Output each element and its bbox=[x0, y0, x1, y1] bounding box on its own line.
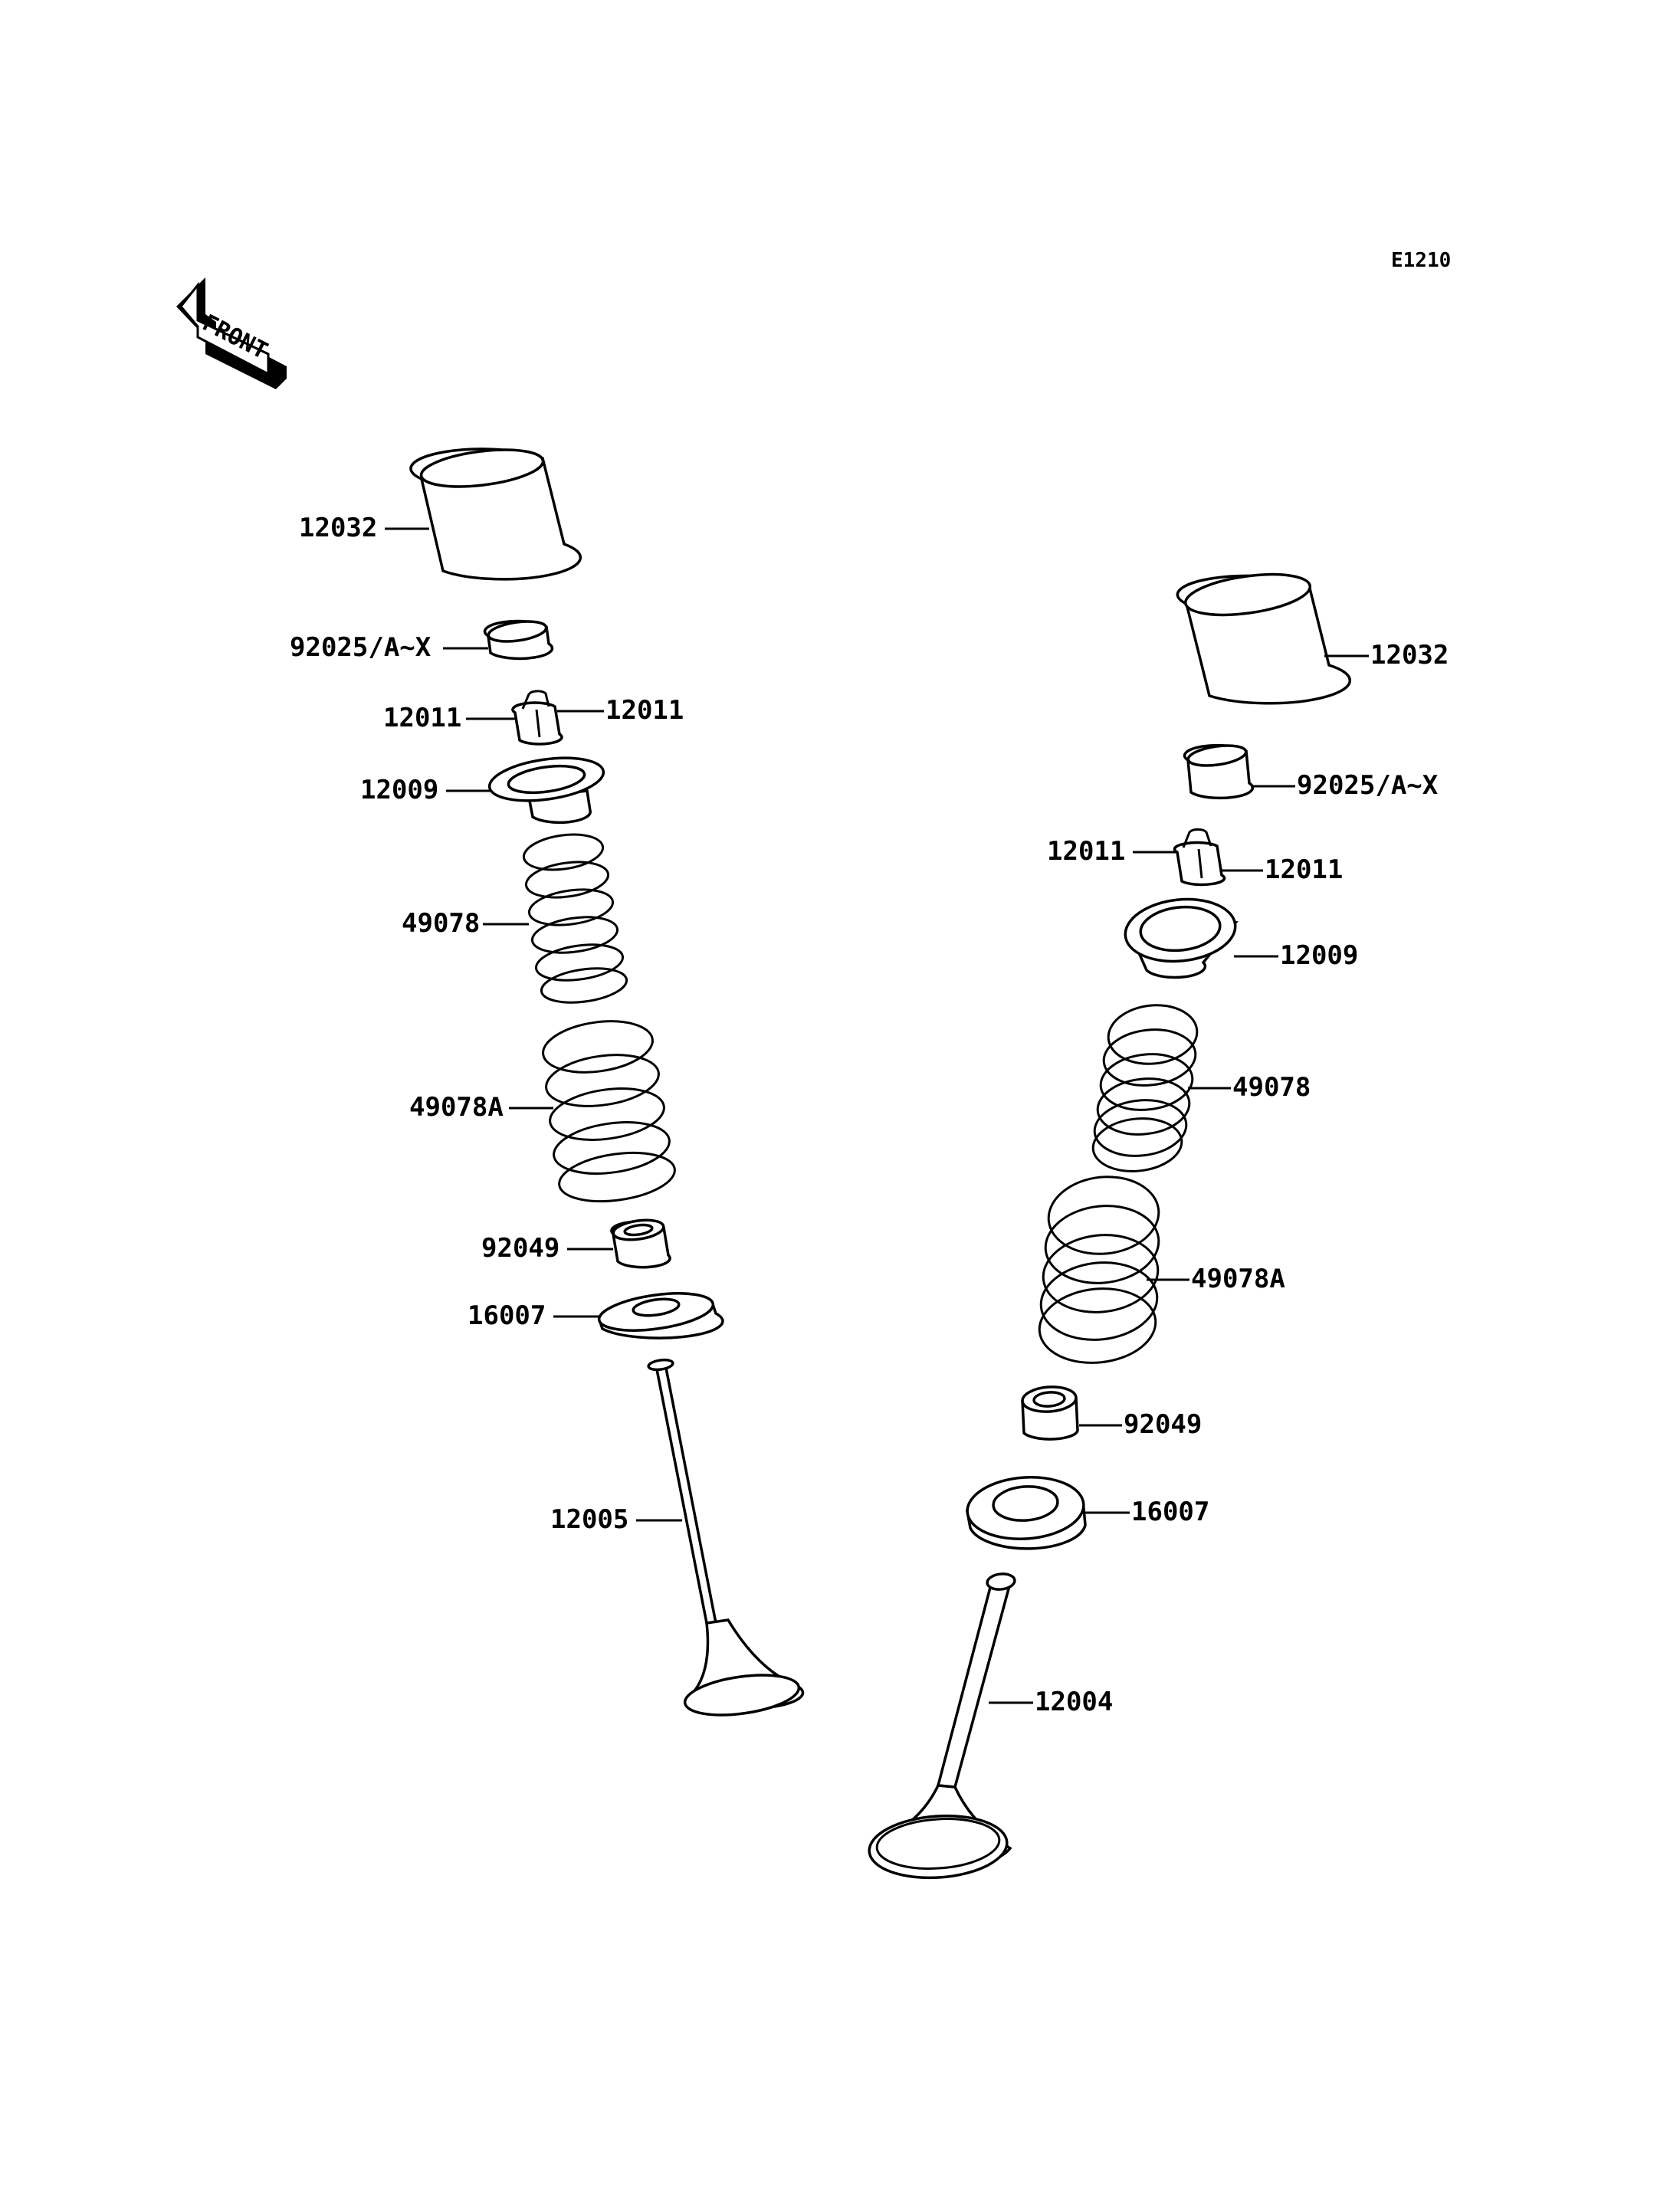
front-arrow-icon: FRONT bbox=[176, 277, 287, 389]
label-92025-left: 92025/A~X bbox=[290, 632, 431, 663]
outer-valve-spring-right bbox=[1038, 1176, 1160, 1364]
spring-retainer-left bbox=[487, 756, 605, 825]
valve-keeper-right bbox=[1173, 828, 1226, 887]
exhaust-valve-left bbox=[647, 1358, 805, 1717]
spring-retainer-right bbox=[1124, 897, 1239, 979]
label-12032-right: 12032 bbox=[1370, 640, 1449, 671]
valve-stem-seal-right bbox=[1021, 1385, 1079, 1441]
label-16007-right: 16007 bbox=[1131, 1497, 1209, 1527]
label-92025-right: 92025/A~X bbox=[1297, 770, 1439, 801]
shim-left bbox=[483, 619, 554, 661]
label-12032-left: 12032 bbox=[299, 513, 377, 543]
label-92049-right: 92049 bbox=[1124, 1409, 1202, 1440]
label-12011-left-a: 12011 bbox=[383, 703, 461, 733]
label-12011-left-b: 12011 bbox=[605, 695, 684, 726]
valve-keeper-left bbox=[511, 690, 563, 746]
label-49078A-left: 49078A bbox=[409, 1092, 504, 1123]
label-12011-right-a: 12011 bbox=[1047, 836, 1125, 867]
spring-seat-left bbox=[597, 1292, 724, 1340]
outer-valve-spring-left bbox=[542, 1020, 676, 1203]
shim-right bbox=[1183, 743, 1255, 800]
inner-valve-spring-right bbox=[1091, 1004, 1199, 1172]
valve-lifter-left bbox=[409, 448, 582, 581]
label-12009-left: 12009 bbox=[360, 775, 438, 805]
spring-seat-right bbox=[965, 1475, 1087, 1550]
diagram-code: E1210 bbox=[1391, 249, 1451, 272]
valve-stem-seal-left bbox=[610, 1218, 671, 1269]
label-49078-left: 49078 bbox=[402, 908, 480, 939]
label-12004: 12004 bbox=[1035, 1687, 1113, 1717]
label-49078A-right: 49078A bbox=[1191, 1264, 1285, 1294]
label-12011-right-b: 12011 bbox=[1265, 854, 1343, 885]
label-16007-left: 16007 bbox=[468, 1300, 546, 1331]
label-49078-right: 49078 bbox=[1232, 1072, 1311, 1103]
label-12005: 12005 bbox=[550, 1504, 628, 1535]
inner-valve-spring-left bbox=[522, 833, 628, 1004]
intake-valve-right bbox=[868, 1572, 1016, 1880]
valve-lifter-right bbox=[1176, 572, 1352, 705]
label-92049-left: 92049 bbox=[481, 1233, 559, 1264]
label-12009-right: 12009 bbox=[1280, 940, 1358, 971]
